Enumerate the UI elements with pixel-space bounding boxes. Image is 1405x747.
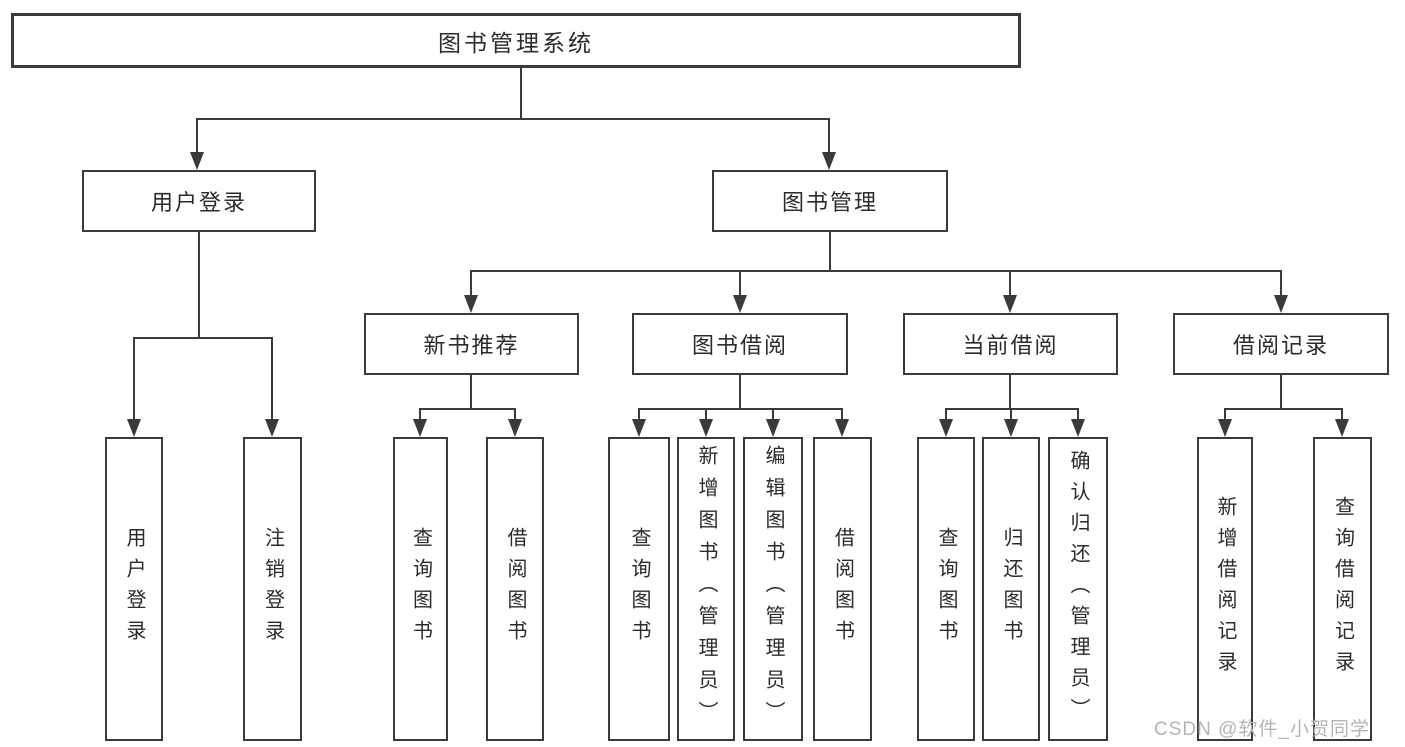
node-new-book-recommend-label: 新书推荐: [423, 333, 520, 358]
arrow-down-icon: [733, 295, 747, 313]
node-book-management-label: 图书管理: [781, 190, 878, 215]
node-leaf-current-return-books: 归还图书: [982, 437, 1040, 741]
node-user-login: 用户登录: [82, 170, 316, 232]
node-book-management: 图书管理: [712, 170, 948, 232]
arrow-down-icon: [1274, 295, 1288, 313]
connector-drop-records-add: [1224, 408, 1226, 422]
arrow-down-icon: [1003, 295, 1017, 313]
arrow-down-icon: [822, 152, 836, 170]
node-leaf-current-confirm-return: 确认归还（管理员）: [1048, 437, 1108, 741]
connector-drop-records-query: [1341, 408, 1343, 422]
node-leaf-current-return-books-label: 归还图书: [1000, 527, 1022, 651]
connector-drop-current-borrow: [1009, 270, 1011, 297]
node-leaf-borrow-add-books-label: 新增图书（管理员）: [695, 445, 717, 733]
connector-drop-borrow-add: [705, 408, 707, 422]
csdn-watermark: CSDN @软件_小贺同学: [1154, 719, 1370, 740]
connector-drop-book-borrow: [739, 270, 741, 297]
node-new-book-recommend: 新书推荐: [364, 313, 579, 375]
connector-drop-current-confirm: [1077, 408, 1079, 422]
arrow-down-icon: [835, 419, 849, 437]
node-leaf-borrow-borrow-books: 借阅图书: [813, 437, 872, 741]
node-leaf-recommend-query-books: 查询图书: [393, 437, 448, 741]
arrow-down-icon: [413, 419, 427, 437]
connector-current-rail: [945, 408, 1079, 410]
node-leaf-logout-label: 注销登录: [261, 527, 284, 651]
connector-root-stem: [520, 68, 522, 118]
node-user-login-label: 用户登录: [150, 190, 247, 215]
node-leaf-current-confirm-return-label: 确认归还（管理员）: [1067, 449, 1089, 729]
node-leaf-borrow-edit-books: 编辑图书（管理员）: [743, 437, 803, 741]
connector-drop-user-login: [196, 118, 198, 154]
connector-records-rail: [1224, 408, 1343, 410]
arrow-down-icon: [508, 419, 522, 437]
arrow-down-icon: [1004, 419, 1018, 437]
arrow-down-icon: [1335, 419, 1349, 437]
connector-drop-logout: [271, 337, 273, 421]
connector-drop-borrow-query: [638, 408, 640, 422]
node-leaf-recommend-borrow-books-label: 借阅图书: [504, 527, 526, 651]
node-leaf-recommend-borrow-books: 借阅图书: [486, 437, 544, 741]
connector-drop-borrow-borrow: [841, 408, 843, 422]
arrow-down-icon: [265, 419, 279, 437]
connector-recommend-rail: [419, 408, 516, 410]
connector-current-stem: [1009, 375, 1011, 410]
arrow-down-icon: [632, 419, 646, 437]
node-leaf-user-login-label: 用户登录: [123, 527, 145, 651]
node-leaf-recommend-query-books-label: 查询图书: [409, 527, 432, 651]
arrow-down-icon: [1071, 419, 1085, 437]
connector-drop-new-book-recommend: [470, 270, 472, 297]
arrow-down-icon: [699, 419, 713, 437]
arrow-down-icon: [127, 419, 141, 437]
arrow-down-icon: [766, 419, 780, 437]
node-borrow-records: 借阅记录: [1173, 313, 1389, 375]
node-leaf-records-add-record: 新增借阅记录: [1197, 437, 1253, 741]
node-leaf-current-query-books: 查询图书: [917, 437, 975, 741]
node-current-borrow-label: 当前借阅: [962, 333, 1059, 358]
arrow-down-icon: [939, 419, 953, 437]
connector-drop-current-query: [945, 408, 947, 422]
connector-drop-recommend-borrow: [514, 408, 516, 422]
node-leaf-borrow-edit-books-label: 编辑图书（管理员）: [762, 445, 784, 733]
node-leaf-records-query-record: 查询借阅记录: [1313, 437, 1372, 741]
node-leaf-borrow-query-books: 查询图书: [608, 437, 670, 741]
connector-user-login-rail: [133, 337, 273, 339]
node-book-borrow: 图书借阅: [632, 313, 848, 375]
node-borrow-records-label: 借阅记录: [1232, 333, 1329, 358]
node-current-borrow: 当前借阅: [903, 313, 1118, 375]
node-leaf-current-query-books-label: 查询图书: [935, 527, 957, 651]
connector-drop-borrow-edit: [772, 408, 774, 422]
arrow-down-icon: [190, 152, 204, 170]
node-book-borrow-label: 图书借阅: [691, 333, 788, 358]
connector-borrow-stem: [739, 375, 741, 410]
connector-drop-recommend-query: [419, 408, 421, 422]
node-root-system-label: 图书管理系统: [438, 29, 594, 56]
node-leaf-records-add-record-label: 新增借阅记录: [1214, 496, 1236, 682]
node-leaf-borrow-add-books: 新增图书（管理员）: [677, 437, 735, 741]
connector-records-stem: [1280, 375, 1282, 410]
connector-drop-borrow-records: [1280, 270, 1282, 297]
connector-borrow-rail: [638, 408, 843, 410]
connector-level2-rail: [196, 118, 830, 120]
node-leaf-user-login: 用户登录: [105, 437, 163, 741]
connector-user-login-stem: [198, 232, 200, 339]
node-leaf-logout: 注销登录: [243, 437, 302, 741]
connector-drop-current-return: [1010, 408, 1012, 422]
arrow-down-icon: [464, 295, 478, 313]
connector-drop-book-management: [828, 118, 830, 154]
connector-drop-login: [133, 337, 135, 421]
arrow-down-icon: [1218, 419, 1232, 437]
node-leaf-borrow-borrow-books-label: 借阅图书: [831, 527, 854, 651]
node-leaf-records-query-record-label: 查询借阅记录: [1331, 496, 1354, 682]
node-leaf-borrow-query-books-label: 查询图书: [628, 527, 650, 651]
connector-book-management-stem: [829, 232, 831, 272]
node-root-system: 图书管理系统: [11, 13, 1021, 68]
connector-recommend-stem: [470, 375, 472, 410]
connector-level3-rail: [470, 270, 1282, 272]
